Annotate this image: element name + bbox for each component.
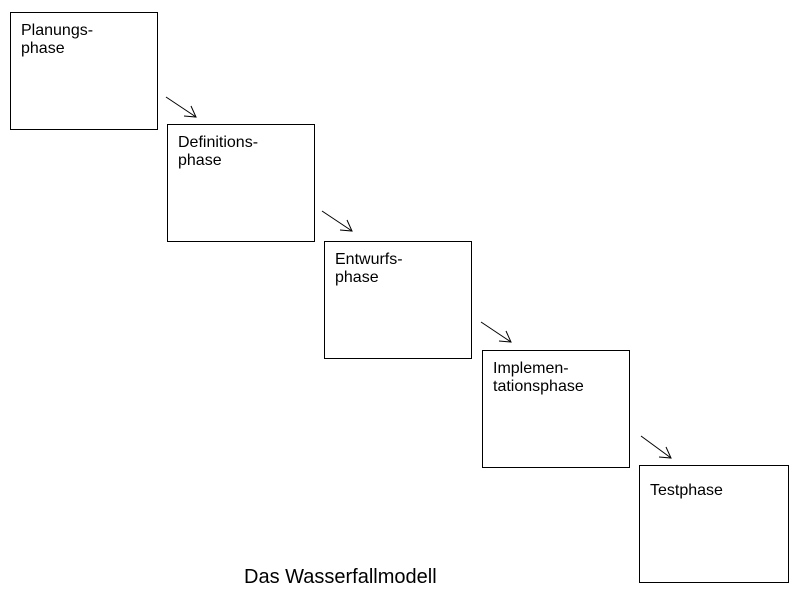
phase-label: Entwurfs- phase xyxy=(335,251,403,286)
arrow-implementation-to-test xyxy=(640,435,672,459)
phase-label: Definitions- phase xyxy=(178,134,259,169)
diagram-title: Das Wasserfallmodell xyxy=(244,566,437,588)
arrow-entwurf-to-implementation xyxy=(480,321,512,343)
phase-box-entwurf: Entwurfs- phase xyxy=(324,241,472,359)
phase-box-test: Testphase xyxy=(639,465,789,583)
phase-box-definition: Definitions- phase xyxy=(167,124,315,242)
phase-box-planung: Planungs- phase xyxy=(10,12,158,130)
arrow-definition-to-entwurf xyxy=(321,210,353,232)
phase-label: Planungs- phase xyxy=(21,22,94,57)
phase-box-implementation: Implemen- tationsphase xyxy=(482,350,630,468)
arrow-planung-to-definition xyxy=(165,96,197,118)
phase-label: Testphase xyxy=(650,482,723,499)
phase-label: Implemen- tationsphase xyxy=(493,360,584,395)
